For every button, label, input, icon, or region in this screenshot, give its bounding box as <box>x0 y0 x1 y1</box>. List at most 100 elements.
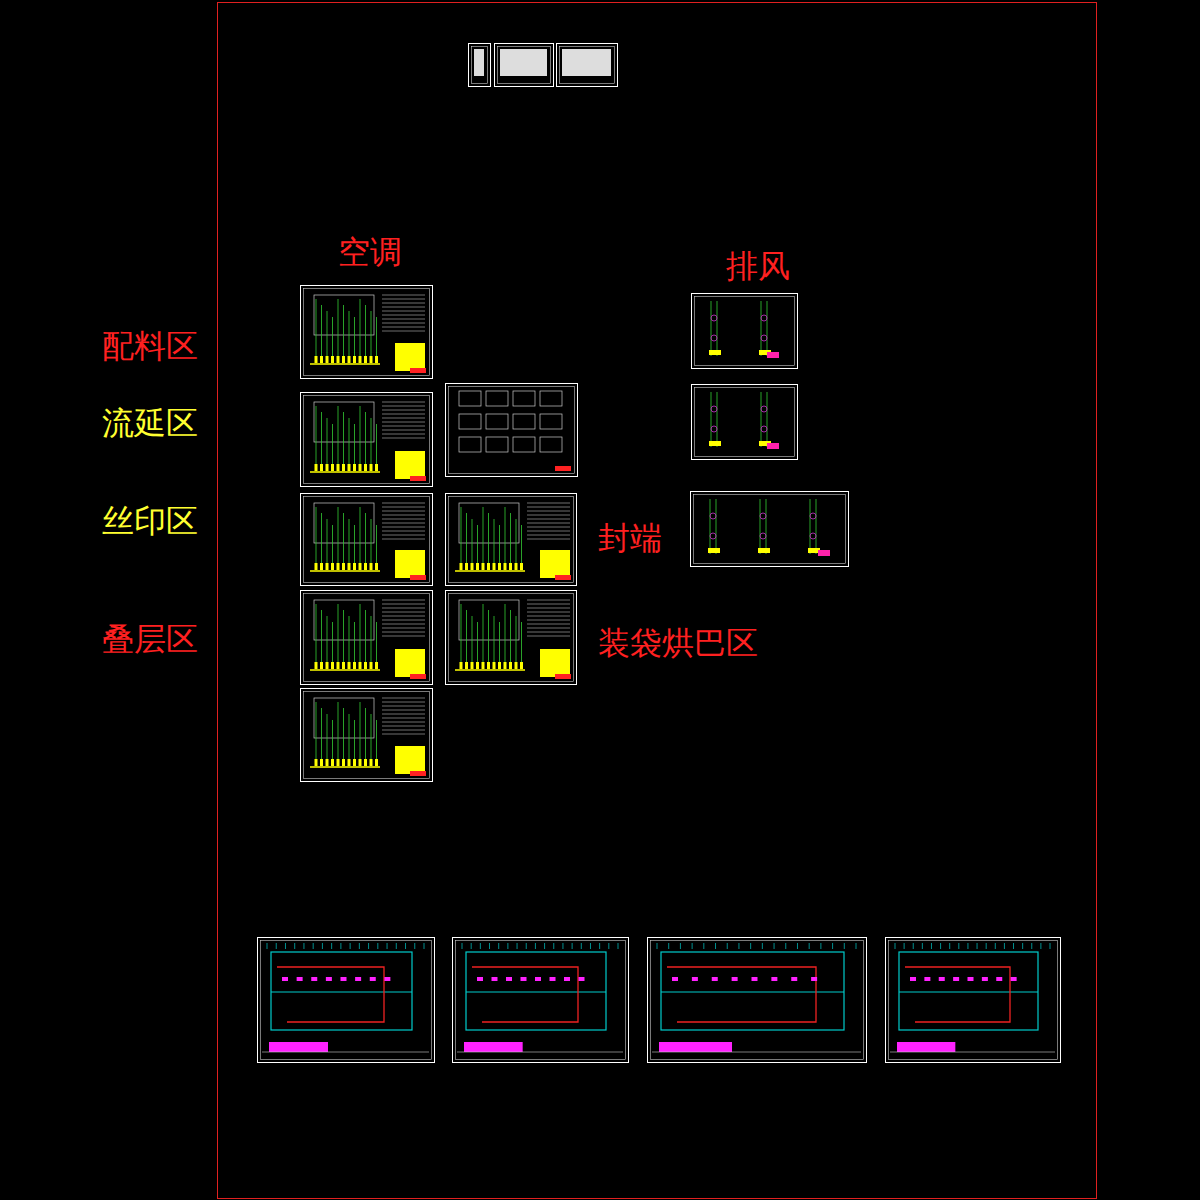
sheet-border <box>261 941 432 1060</box>
sheet-detail <box>360 299 361 360</box>
sheet-detail <box>483 604 484 666</box>
sheet-detail <box>761 301 762 356</box>
sheet-detail <box>382 531 425 532</box>
sheet-detail <box>359 662 362 669</box>
sheet-detail <box>382 519 425 520</box>
sheet-detail <box>315 662 318 669</box>
sheet-detail <box>618 943 619 949</box>
sheet-detail <box>520 563 523 570</box>
sheet-detail <box>321 513 322 567</box>
sheet-detail <box>382 535 425 536</box>
sheet-detail <box>370 977 376 981</box>
sheet-detail <box>471 662 474 669</box>
sheet-detail <box>899 992 1038 993</box>
sheet-detail <box>703 943 704 949</box>
sheet-detail <box>711 315 717 321</box>
drawing-sheet <box>886 938 1061 1063</box>
sheet-detail <box>732 977 738 981</box>
sheet-detail <box>269 1042 328 1052</box>
sheet-detail <box>382 726 425 727</box>
sheet-detail <box>904 943 905 949</box>
sheet-detail <box>540 414 562 429</box>
sheet-detail <box>327 418 328 468</box>
sheet-detail <box>766 499 767 554</box>
sheet-detail <box>527 507 570 508</box>
sheet-detail <box>515 662 518 669</box>
sheet-detail <box>711 392 712 447</box>
sheet-detail <box>818 550 830 556</box>
sheet-detail <box>716 499 717 554</box>
sheet-detail <box>581 943 582 949</box>
sheet-detail <box>527 503 570 504</box>
sheet-detail <box>455 570 525 572</box>
sheet-detail <box>527 539 570 540</box>
sheet-detail <box>331 759 334 766</box>
sheet-detail <box>331 943 332 949</box>
sheet-detail <box>767 352 779 358</box>
sheet-detail <box>1031 943 1032 949</box>
sheet-detail <box>996 977 1002 981</box>
sheet-detail <box>913 943 914 949</box>
sheet-detail <box>343 513 344 567</box>
sheet-detail <box>395 451 425 479</box>
sheet-detail <box>899 952 1038 1030</box>
sheet-detail <box>382 303 425 304</box>
sheet-detail <box>364 563 367 570</box>
sheet-detail <box>464 1042 523 1052</box>
sheet-detail <box>762 943 763 949</box>
sheet-detail <box>368 943 369 949</box>
sheet-detail <box>359 356 362 363</box>
sheet-detail <box>370 464 373 471</box>
sheet-detail <box>382 426 425 427</box>
sheet-detail <box>354 525 355 567</box>
sheet-detail <box>710 533 716 539</box>
sheet-detail <box>331 464 334 471</box>
sheet-detail <box>462 943 463 949</box>
sheet-detail <box>342 356 345 363</box>
sheet-detail <box>461 507 462 567</box>
sheet-detail <box>338 507 339 567</box>
sheet-detail <box>382 730 425 731</box>
sheet-detail <box>349 616 350 666</box>
drawing-sheet <box>446 384 578 477</box>
sheet-detail <box>326 563 329 570</box>
zone-label: 流延区 <box>102 407 198 439</box>
sheet-detail <box>457 1052 623 1053</box>
sheet-detail <box>500 49 547 76</box>
sheet-detail <box>767 301 768 356</box>
drawing-sheet <box>301 286 433 379</box>
sheet-detail <box>540 391 562 406</box>
sheet-detail <box>509 563 512 570</box>
sheet-detail <box>376 317 377 360</box>
sheet-detail <box>487 563 490 570</box>
sheet-detail <box>521 622 522 666</box>
sheet-detail <box>499 622 500 666</box>
sheet-detail <box>527 604 570 605</box>
zone-label: 配料区 <box>102 330 198 362</box>
sheet-detail <box>354 720 355 763</box>
sheet-detail <box>315 356 318 363</box>
sheet-detail <box>321 708 322 763</box>
drawing-sheet <box>301 393 433 487</box>
sheet-detail <box>540 649 570 677</box>
sheet-detail <box>958 943 959 949</box>
sheet-detail <box>810 513 816 519</box>
sheet-detail <box>507 943 508 949</box>
sheet-detail <box>692 977 698 981</box>
sheet-detail <box>668 943 669 949</box>
sheet-detail <box>376 525 377 567</box>
sheet-detail <box>364 356 367 363</box>
sheet-detail <box>382 722 425 723</box>
sheet-detail <box>680 943 681 949</box>
sheet-detail <box>382 438 425 439</box>
sheet-detail <box>986 943 987 949</box>
sheet-detail <box>364 759 367 766</box>
sheet-detail <box>527 600 570 601</box>
sheet-detail <box>661 952 844 1030</box>
sheet-border <box>498 47 551 84</box>
sheet-detail <box>811 977 817 981</box>
sheet-detail <box>311 977 317 981</box>
zone-label: 空调 <box>338 236 402 268</box>
sheet-detail <box>410 771 426 776</box>
